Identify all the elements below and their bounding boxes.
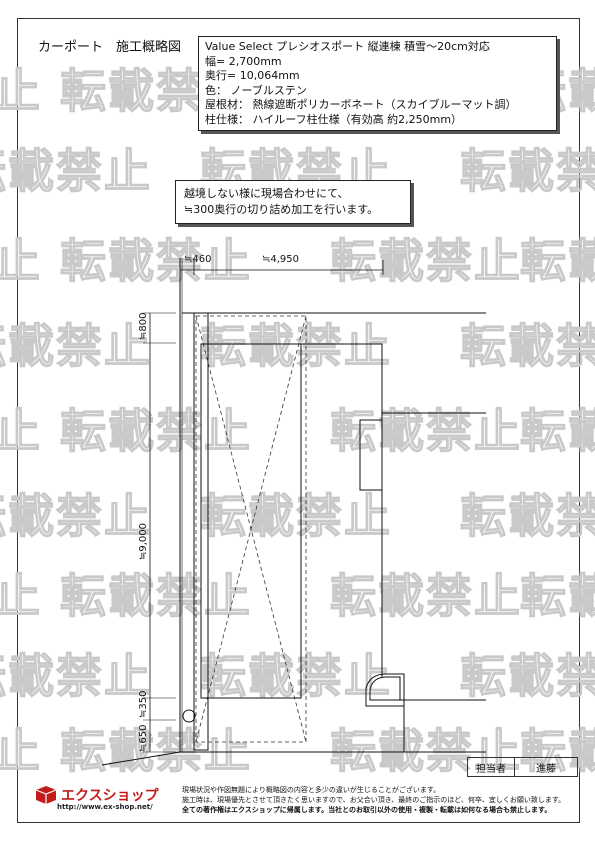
staff-table: 担当者 進藤 <box>467 757 578 777</box>
dim-label-650: ≒650 <box>138 725 149 752</box>
dim-label-800: ≒800 <box>138 313 149 340</box>
logo-url: http://www.ex-shop.net/ <box>57 803 153 811</box>
note-line-1: 越境しない様に現場合わせにて、 <box>184 187 349 200</box>
box-logo-icon <box>35 786 57 804</box>
post-footing-circle <box>182 709 196 723</box>
car-outline <box>200 343 302 699</box>
disclaimer: 現場状況や作図無題により概略図の内容と多少の違いが生じることがございます。 施工… <box>182 785 565 815</box>
company-logo: エクスショップ <box>35 785 159 805</box>
disclaimer-line-2: 施工時は、現場優先とさせて頂きたく思いますので、お父合い頂き、最終のご指示のほど… <box>182 796 566 804</box>
disclaimer-line-1: 現場状況や作図無題により概略図の内容と多少の違いが生じることがございます。 <box>182 786 441 794</box>
building-window <box>359 419 383 491</box>
page-title: カーポート 施工概略図 <box>38 40 182 55</box>
staff-label: 担当者 <box>468 758 515 776</box>
footer: エクスショップ http://www.ex-shop.net/ 現場状況や作図無… <box>17 781 580 823</box>
spec-line-depth: 奥行= 10,064mm <box>205 69 300 82</box>
entrance-step <box>369 676 401 701</box>
staff-name: 進藤 <box>536 763 556 775</box>
building-front-wall <box>201 343 383 677</box>
spec-line-pillar: 柱仕様： ハイルーフ柱仕様（有効高 約2,250mm） <box>205 112 463 126</box>
disclaimer-line-3: 全ての著作権はエクスショップに帰属します。当社とのお取引以外の使用・複製・転載は… <box>182 806 552 814</box>
spec-line-color: 色： ノーブルステン <box>205 83 307 97</box>
roof-cross-line-2 <box>195 315 307 743</box>
dim-label-460: ≒460 <box>184 254 211 265</box>
roof-panel-outline <box>195 315 307 743</box>
note-box: 越境しない様に現場合わせにて、 ≒300奥行の切り詰め加工を行います。 <box>175 180 411 224</box>
dim-label-4950: ≒4,950 <box>262 254 299 265</box>
note-line-2: ≒300奥行の切り詰め加工を行います。 <box>184 203 379 216</box>
spec-line-roof: 屋根材： 熱線遮断ポリカーボネート（スカイブルーマット調） <box>205 98 517 111</box>
entrance-step-outer <box>365 673 405 707</box>
spec-box: Value Select プレシオスポート 縦連棟 積雪～20cm対応 幅= 2… <box>198 36 557 131</box>
spec-line-width: 幅= 2,700mm <box>205 54 282 68</box>
dim-label-350: ≒350 <box>138 691 149 718</box>
spec-line-model: Value Select プレシオスポート 縦連棟 積雪～20cm対応 <box>205 40 490 53</box>
drawing-frame <box>17 18 580 823</box>
logo-text: エクスショップ <box>61 788 159 804</box>
dim-label-9000: ≒9,000 <box>138 523 149 560</box>
ground-slope-line <box>101 751 181 766</box>
